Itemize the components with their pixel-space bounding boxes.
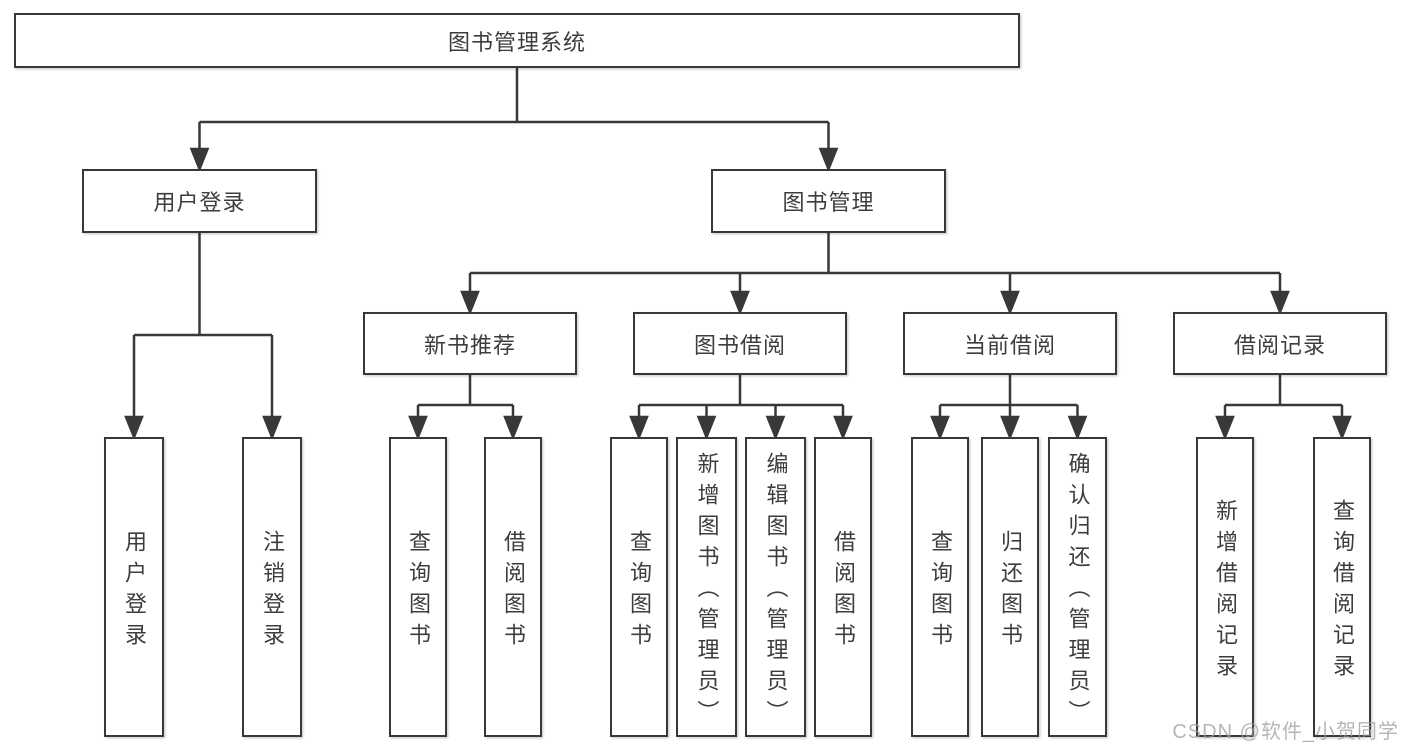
arrowhead <box>629 415 649 441</box>
connector-current-borrow-to-children <box>930 375 1088 441</box>
arrowhead <box>730 290 750 316</box>
arrowhead <box>1270 290 1290 316</box>
node-label: 用户登录 <box>153 190 246 215</box>
arrowhead <box>1067 415 1088 441</box>
node-label: 借阅图书 <box>501 529 526 654</box>
node-label: 查询图书 <box>406 529 431 654</box>
node-label: 注销登录 <box>260 529 285 654</box>
node-book-management: 图书管理 <box>711 169 946 233</box>
leaf-logout: 注销登录 <box>242 437 302 737</box>
leaf-query-borrow-record: 查询借阅记录 <box>1313 437 1371 737</box>
node-label: 查询图书 <box>627 529 652 654</box>
node-label: 借阅图书 <box>831 529 856 654</box>
node-label: 编辑图书（管理员） <box>763 452 789 731</box>
node-current-borrow: 当前借阅 <box>903 312 1117 375</box>
leaf-edit-book-admin: 编辑图书（管理员） <box>745 437 806 737</box>
node-label: 查询图书 <box>928 529 953 654</box>
node-label: 用户登录 <box>122 529 147 654</box>
leaf-query-books-borrow: 查询图书 <box>610 437 668 737</box>
node-user-login: 用户登录 <box>82 169 317 233</box>
arrowhead <box>460 290 480 316</box>
arrowhead <box>124 415 144 441</box>
leaf-user-login: 用户登录 <box>104 437 164 737</box>
arrowhead <box>1332 415 1352 441</box>
node-label: 新增借阅记录 <box>1213 498 1238 685</box>
arrowhead <box>1000 415 1020 441</box>
arrowhead <box>408 415 428 441</box>
connector-borrow-records-to-children <box>1215 375 1352 441</box>
leaf-borrow-books: 借阅图书 <box>814 437 872 737</box>
node-label: 图书借阅 <box>693 332 786 358</box>
node-new-book-recommend: 新书推荐 <box>363 312 577 375</box>
node-label: 图书管理 <box>782 190 875 215</box>
arrowhead <box>189 147 210 173</box>
node-library-management-system: 图书管理系统 <box>14 13 1020 68</box>
arrowhead <box>1000 290 1020 316</box>
node-label: 查询借阅记录 <box>1330 498 1355 685</box>
node-label: 图书管理系统 <box>447 29 586 55</box>
connector-root-to-children <box>189 68 839 173</box>
node-label: 当前借阅 <box>963 332 1056 358</box>
arrowhead <box>262 415 282 441</box>
connector-book-borrow-to-children <box>629 375 853 441</box>
arrowhead <box>696 415 717 441</box>
csdn-watermark: CSDN @软件_小贺同学 <box>1172 721 1399 743</box>
node-label: 新书推荐 <box>423 332 516 358</box>
node-label: 新增图书（管理员） <box>694 452 720 731</box>
arrowhead <box>833 415 853 441</box>
arrowhead <box>930 415 950 441</box>
leaf-query-books-current: 查询图书 <box>911 437 969 737</box>
node-label: 归还图书 <box>998 529 1023 654</box>
arrowhead <box>503 415 523 441</box>
arrowhead <box>818 147 839 173</box>
arrowhead <box>1215 415 1235 441</box>
leaf-add-book-admin: 新增图书（管理员） <box>676 437 737 737</box>
connector-new-book-to-children <box>408 375 523 441</box>
node-borrow-records: 借阅记录 <box>1173 312 1387 375</box>
node-label: 确认归还（管理员） <box>1065 452 1091 731</box>
leaf-return-book: 归还图书 <box>981 437 1039 737</box>
leaf-confirm-return-admin: 确认归还（管理员） <box>1048 437 1107 737</box>
connector-user-login-to-children <box>124 233 282 441</box>
node-book-borrow: 图书借阅 <box>633 312 847 375</box>
leaf-borrow-books-recommend: 借阅图书 <box>484 437 542 737</box>
arrowhead <box>765 415 786 441</box>
leaf-query-books-recommend: 查询图书 <box>389 437 447 737</box>
connector-book-management-to-children <box>460 233 1290 316</box>
node-label: 借阅记录 <box>1233 332 1326 358</box>
leaf-add-borrow-record: 新增借阅记录 <box>1196 437 1254 737</box>
